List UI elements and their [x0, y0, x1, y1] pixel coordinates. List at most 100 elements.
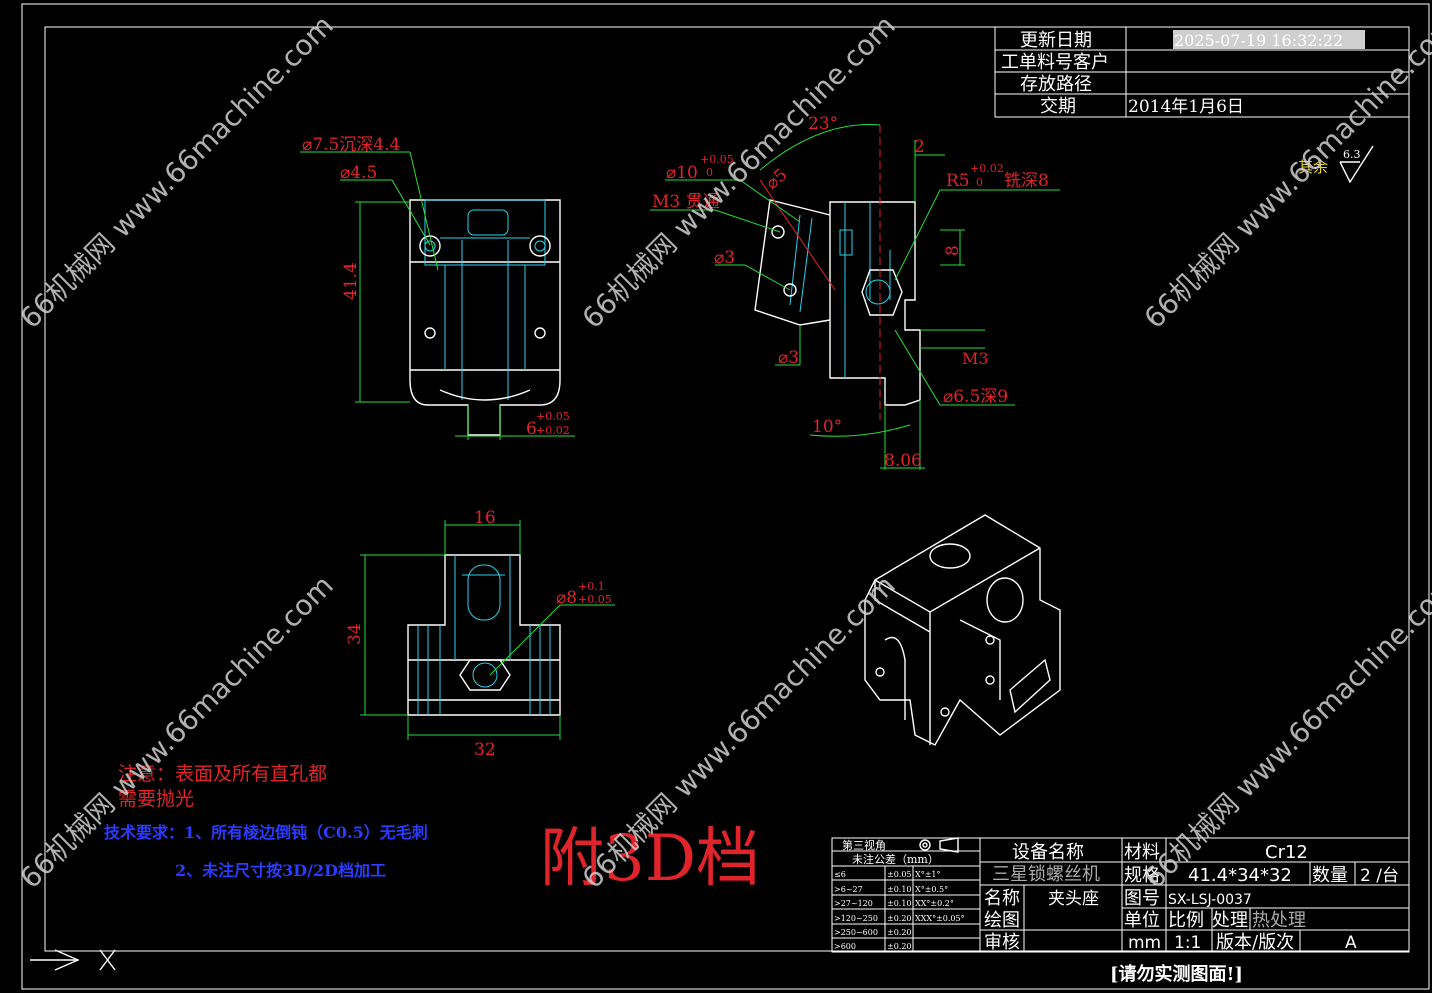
dim-hole-top: ⌀8 [556, 588, 577, 608]
dim-height-top: 34 [345, 623, 365, 645]
name-label: 名称 [984, 888, 1020, 909]
material-value: Cr12 [1265, 842, 1308, 863]
svg-text:XXX°±0.05°: XXX°±0.05° [915, 914, 965, 923]
dim-width-top: 16 [474, 508, 496, 528]
name-value: 夹头座 [1048, 889, 1099, 909]
scale-value: 1:1 [1174, 933, 1201, 953]
svg-text:±0.20: ±0.20 [887, 942, 912, 951]
treatment-label: 处理 [1212, 910, 1248, 931]
revision-value: A [1345, 933, 1357, 953]
qty-value: 2 /台 [1360, 866, 1399, 886]
treatment-value: 热处理 [1252, 910, 1306, 931]
outer-border [21, 3, 1430, 990]
tolerance-title: 未注公差（mm） [852, 852, 939, 866]
dim-counterbore: ⌀7.5沉深4.4 [302, 135, 400, 155]
svg-text:±0.20: ±0.20 [887, 928, 912, 937]
svg-text:>27~120: >27~120 [834, 899, 873, 908]
unit-value: mm [1128, 933, 1161, 953]
dim-deep-hole: ⌀6.5深9 [943, 387, 1008, 407]
svg-text:±0.20: ±0.20 [887, 914, 912, 923]
dim-slot-width: 6 [526, 419, 537, 439]
note-line1: 注意：表面及所有直孔都 [118, 763, 327, 785]
dim-hole: ⌀4.5 [340, 163, 377, 183]
unit-label: 单位 [1124, 910, 1160, 931]
drawing-no-label: 图号 [1124, 888, 1160, 909]
svg-text:66机械网 www.66machine.com: 66机械网 www.66machine.com [576, 9, 902, 335]
update-date-label: 更新日期 [1020, 30, 1092, 51]
revision-label: 版本/版次 [1216, 932, 1294, 953]
note-line2: 需要抛光 [118, 788, 194, 810]
svg-text:X°±1°: X°±1° [915, 870, 941, 879]
dim-bore: ⌀10 [666, 163, 698, 183]
dim-slot-tol-upper: +0.05 [536, 410, 570, 423]
svg-text:其余: 其余 [1298, 158, 1328, 176]
svg-text:±0.10: ±0.10 [887, 899, 912, 908]
dim-offset: 2 [914, 137, 925, 157]
dim-hole-tol-lower: +0.05 [578, 593, 612, 606]
material-label: 材料 [1124, 842, 1160, 863]
dim-thread2: M3 [962, 349, 989, 368]
top-title-block: 更新日期 2025-07-19 16:32:22 工单料号客户 存放路径 交期 … [994, 26, 1410, 118]
bottom-title-block: 第三视角 未注公差（mm） ≤6 ±0.05 X°±1° >6~27 ±0.10… [831, 837, 1410, 953]
svg-text:X°±0.5°: X°±0.5° [915, 885, 948, 894]
svg-text:66机械网 www.66machine.com: 66机械网 www.66machine.com [14, 9, 340, 335]
attached-3d-label: 附3D档 [540, 822, 760, 896]
svg-text:±0.10: ±0.10 [887, 885, 912, 894]
drawing-no-value: SX-LSJ-0037 [1168, 892, 1252, 908]
svg-text:>250~600: >250~600 [834, 928, 878, 937]
dim-radius-tol-upper: +0.02 [970, 162, 1004, 175]
equipment-value: 三星锁螺丝机 [992, 864, 1100, 885]
dim-angle-top: 23° [808, 114, 838, 134]
third-angle-icon [919, 837, 959, 853]
dim-width-bottom: 32 [474, 740, 496, 760]
projection-arrow [30, 949, 116, 971]
dim-radius-tol-lower: 0 [976, 176, 983, 189]
dim-slot-tol-lower: +0.02 [536, 424, 570, 437]
spec-value: 41.4*34*32 [1188, 865, 1292, 886]
delivery-value: 2014年1月6日 [1128, 97, 1244, 117]
dim-bore-tol-lower: 0 [706, 166, 713, 179]
scale-label: 比例 [1168, 910, 1204, 931]
dim-radius-note: 铣深8 [1004, 171, 1049, 191]
front-view: ⌀7.5沉深4.4 ⌀4.5 41.4 6 +0.05 +0.02 [300, 135, 575, 440]
dim-thread: M3 贯通 [652, 192, 720, 212]
dim-angle-bottom: 10° [812, 417, 842, 437]
svg-text:≤6: ≤6 [834, 870, 846, 879]
dim-hole-b: ⌀3 [778, 348, 799, 368]
svg-text:66机械网 www.66machine.com: 66机械网 www.66machine.com [1138, 9, 1432, 335]
projection-label: 第三视角 [842, 838, 886, 852]
svg-text:>600: >600 [834, 942, 856, 951]
tech-line2: 2、未注尺寸按3D/2D档加工 [175, 861, 386, 880]
dim-depth8: 8 [943, 245, 963, 256]
dim-hole-tol-upper: +0.1 [578, 580, 605, 593]
inner-frame [44, 26, 1410, 952]
dim-hole-a: ⌀3 [714, 248, 735, 268]
tech-line1: 技术要求：1、所有棱边倒钝（C0.5）无毛刺 [104, 823, 428, 842]
delivery-label: 交期 [1040, 96, 1076, 117]
equipment-label: 设备名称 [1012, 842, 1084, 863]
dim-radius: R5 [946, 171, 970, 191]
footer-note: [请勿实测图面!] [1110, 963, 1243, 985]
tolerance-table: ≤6 ±0.05 X°±1° >6~27 ±0.10 X°±0.5° >27~1… [834, 870, 965, 951]
spec-label: 规格 [1124, 865, 1160, 886]
svg-text:>120~250: >120~250 [834, 914, 878, 923]
isometric-view [864, 514, 1061, 746]
qty-label: 数量 [1312, 865, 1348, 886]
dim-height: 41.4 [341, 262, 361, 300]
svg-text:>6~27: >6~27 [834, 885, 863, 894]
review-label: 审核 [984, 932, 1020, 953]
work-order-label: 工单料号客户 [1001, 52, 1109, 73]
svg-text:±0.05: ±0.05 [887, 870, 912, 879]
drawn-label: 绘图 [984, 910, 1020, 931]
dim-bore-tol-upper: +0.05 [700, 153, 734, 166]
storage-path-label: 存放路径 [1020, 74, 1092, 95]
side-view: 23° ⌀10 +0.05 0 ⌀5 M3 贯通 ⌀3 ⌀3 2 R5 +0.0… [650, 114, 1060, 471]
svg-text:66机械网 www.66machine.com: 66机械网 www.66machine.com [14, 569, 340, 895]
top-view: 16 34 32 ⌀8 +0.1 +0.05 [345, 508, 615, 760]
svg-text:6.3: 6.3 [1343, 148, 1361, 161]
svg-text:XX°±0.2°: XX°±0.2° [915, 899, 954, 908]
surface-finish-symbol: 其余 6.3 [1298, 145, 1374, 184]
dim-offset-bottom: 8.06 [884, 451, 922, 471]
update-date-value: 2025-07-19 16:32:22 [1174, 31, 1343, 50]
